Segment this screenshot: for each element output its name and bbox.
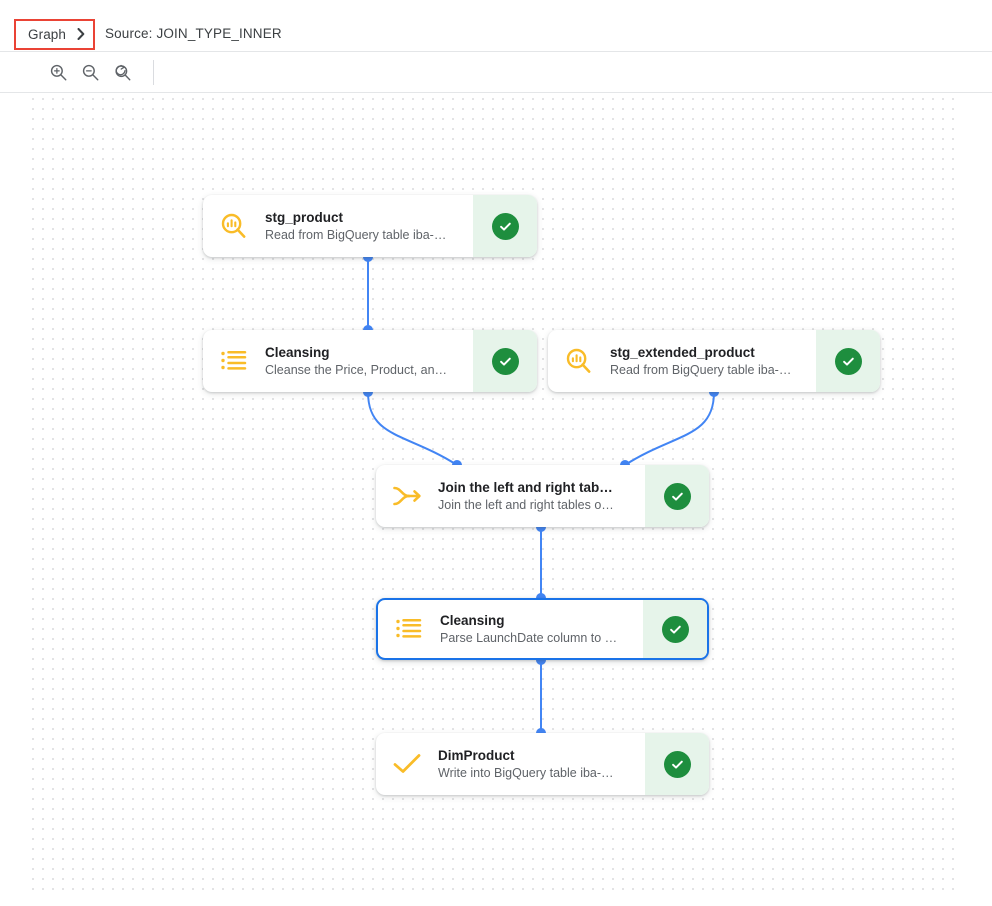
node-status-badge [645,465,709,527]
sink-check-icon [376,733,438,795]
node-body: DimProduct Write into BigQuery table iba… [438,733,645,795]
status-success-icon [663,482,691,510]
node-body: Cleansing Parse LaunchDate column to … [440,600,643,658]
zoom-in-button[interactable] [45,59,72,86]
status-success-icon [491,212,519,240]
zoom-out-icon [81,63,100,82]
breadcrumb-label: Graph [28,27,67,42]
node-title: stg_product [265,209,344,225]
node-body: Join the left and right tab… Join the le… [438,465,645,527]
graph-toolbar [0,52,992,93]
zoom-out-button[interactable] [77,59,104,86]
status-success-icon [661,615,689,643]
node-subtitle: Read from BigQuery table iba-… [265,227,447,242]
graph-edge [367,391,458,466]
graph-edge [624,391,715,466]
source-label: Source: JOIN_TYPE_INNER [105,26,282,41]
graph-node-dim_product[interactable]: DimProduct Write into BigQuery table iba… [376,733,709,795]
node-title: Cleansing [265,344,330,360]
bigquery-source-icon [548,330,610,392]
status-success-icon [491,347,519,375]
node-status-badge [643,600,707,658]
node-subtitle: Cleanse the Price, Product, an… [265,362,448,377]
node-title: stg_extended_product [610,344,755,360]
graph-canvas[interactable]: stg_product Read from BigQuery table iba… [27,93,955,890]
zoom-in-icon [49,63,68,82]
node-title: DimProduct [438,747,515,763]
cleansing-list-icon [378,600,440,658]
node-status-badge [473,330,537,392]
node-subtitle: Parse LaunchDate column to … [440,630,618,645]
breadcrumb-graph[interactable]: Graph [14,19,96,50]
graph-node-cleansing_2[interactable]: Cleansing Parse LaunchDate column to … [376,598,709,660]
node-subtitle: Read from BigQuery table iba-… [610,362,792,377]
join-icon [376,465,438,527]
node-body: stg_extended_product Read from BigQuery … [610,330,816,392]
node-subtitle: Write into BigQuery table iba-… [438,765,614,780]
node-title: Join the left and right tab… [438,479,613,495]
graph-node-stg_extended_product[interactable]: stg_extended_product Read from BigQuery … [548,330,880,392]
cleansing-list-icon [203,330,265,392]
node-subtitle: Join the left and right tables o… [438,497,614,512]
node-body: stg_product Read from BigQuery table iba… [265,195,473,257]
chevron-right-icon [77,27,85,42]
toolbar-divider [153,60,154,85]
status-success-icon [663,750,691,778]
graph-node-join_node[interactable]: Join the left and right tab… Join the le… [376,465,709,527]
node-status-badge [473,195,537,257]
node-title: Cleansing [440,612,505,628]
zoom-reset-icon [113,63,132,82]
graph-node-stg_product[interactable]: stg_product Read from BigQuery table iba… [203,195,537,257]
node-status-badge [816,330,880,392]
node-status-badge [645,733,709,795]
graph-node-cleansing_1[interactable]: Cleansing Cleanse the Price, Product, an… [203,330,537,392]
bigquery-source-icon [203,195,265,257]
zoom-reset-button[interactable] [109,59,136,86]
node-body: Cleansing Cleanse the Price, Product, an… [265,330,473,392]
app-header: Graph Source: JOIN_TYPE_INNER [0,0,992,52]
status-success-icon [834,347,862,375]
